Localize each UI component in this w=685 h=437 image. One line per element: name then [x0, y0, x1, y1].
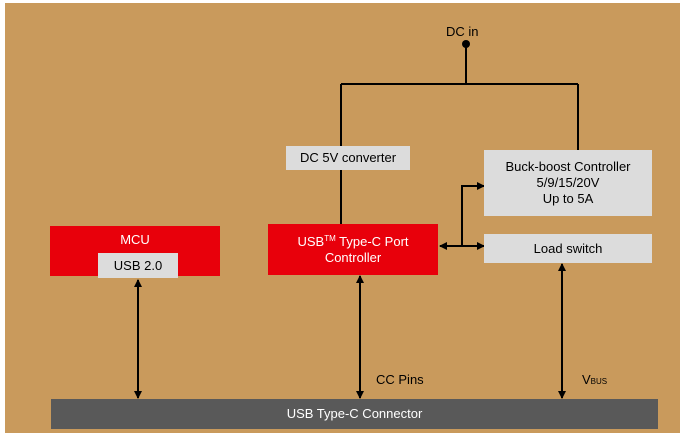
load-switch-block: Load switch — [484, 234, 652, 263]
port-controller-line2: Controller — [324, 249, 382, 265]
controller-to-buckboost-arrow — [461, 182, 485, 246]
vbus-label: VBUS — [582, 372, 607, 387]
dc-5v-converter-label: DC 5V converter — [299, 150, 397, 165]
buck-boost-line2: 5/9/15/20V — [536, 175, 600, 190]
usb20-block: USB 2.0 — [98, 253, 178, 278]
dc-in-label: DC in — [446, 24, 479, 39]
port-controller-line1: USBTM Type-C Port — [297, 234, 408, 250]
vbus-label-main: V — [582, 372, 591, 387]
buck-boost-line3: Up to 5A — [542, 191, 594, 206]
trademark-mark: TM — [324, 233, 336, 243]
buck-boost-line1: Buck-boost Controller — [505, 159, 631, 174]
connector-label: USB Type-C Connector — [286, 406, 423, 421]
port-controller-usb-text: USB — [297, 233, 325, 249]
buck-boost-controller-block: Buck-boost Controller 5/9/15/20V Up to 5… — [484, 150, 652, 216]
dc-5v-converter-block: DC 5V converter — [286, 146, 410, 170]
cc-pins-label: CC Pins — [376, 372, 424, 387]
port-controller-type-text: Type-C Port — [335, 233, 409, 249]
load-switch-label: Load switch — [533, 240, 603, 256]
diagram-background — [5, 3, 680, 433]
dc-in-node — [462, 40, 470, 48]
port-controller-block: USBTM Type-C Port Controller — [268, 224, 438, 275]
usb20-label: USB 2.0 — [113, 257, 163, 273]
usb-type-c-connector-block: USB Type-C Connector — [51, 399, 658, 429]
vbus-label-subscript: BUS — [590, 377, 608, 386]
mcu-label: MCU — [120, 232, 150, 247]
